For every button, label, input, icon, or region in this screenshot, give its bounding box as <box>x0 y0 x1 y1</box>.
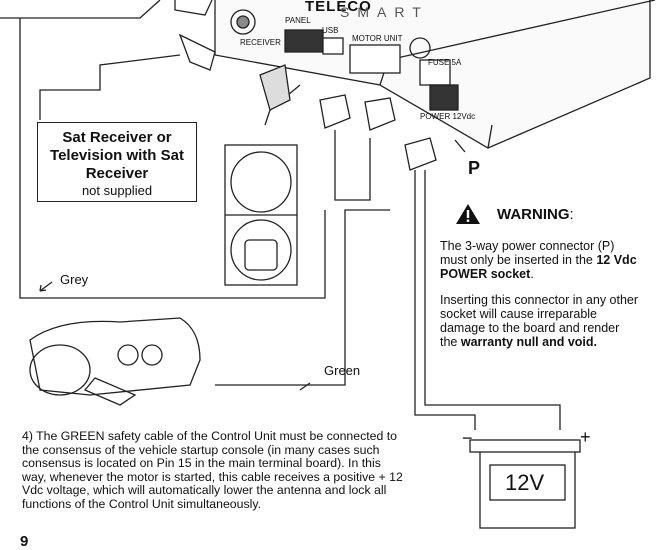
battery-minus-label: − <box>462 428 473 448</box>
warning-paragraph-1: The 3-way power connector (P) must only … <box>440 239 640 281</box>
warning-p2-bold: warranty null and void. <box>460 335 597 349</box>
port-fuse-label: FUSE 5A <box>428 58 462 67</box>
warning-p2-text: Inserting this connector in any other so… <box>440 293 639 349</box>
port-usb-label: USB <box>322 26 339 35</box>
sat-receiver-title: Sat Receiver or Television with Sat Rece… <box>50 129 184 182</box>
warning-paragraph-2: Inserting this connector in any other so… <box>440 293 640 349</box>
step-4-text: 4) The GREEN safety cable of the Control… <box>22 429 403 511</box>
battery-voltage-label: 12V <box>505 470 545 495</box>
cable-grey-label: Grey <box>60 272 89 287</box>
warning-title-colon: : <box>569 205 574 223</box>
brand-logo: TELECO <box>305 0 372 15</box>
port-power-label: POWER 12Vdc <box>420 112 476 121</box>
cable-green-label: Green <box>324 363 361 378</box>
warning-icon <box>456 204 480 224</box>
warning-header: WARNING : <box>455 203 574 225</box>
port-receiver-label: RECEIVER <box>240 38 281 47</box>
connector-p-label: P <box>468 158 481 178</box>
warning-p1-end: . <box>530 267 534 281</box>
port-panel-label: PANEL <box>285 16 311 25</box>
warning-title: WARNING <box>497 205 570 223</box>
series-logo: SMART <box>340 4 429 20</box>
warning-p1-text: The 3-way power connector (P) must only … <box>440 239 615 267</box>
warning-p1-bold: 12 Vdc POWER socket <box>440 253 637 281</box>
battery-plus-label: + <box>580 427 591 447</box>
page-number: 9 <box>20 533 29 550</box>
sat-receiver-subtitle: not supplied <box>81 183 153 198</box>
sat-receiver-box: Sat Receiver or Television with Sat Rece… <box>37 122 197 202</box>
port-motor-unit-label: MOTOR UNIT <box>352 34 403 43</box>
